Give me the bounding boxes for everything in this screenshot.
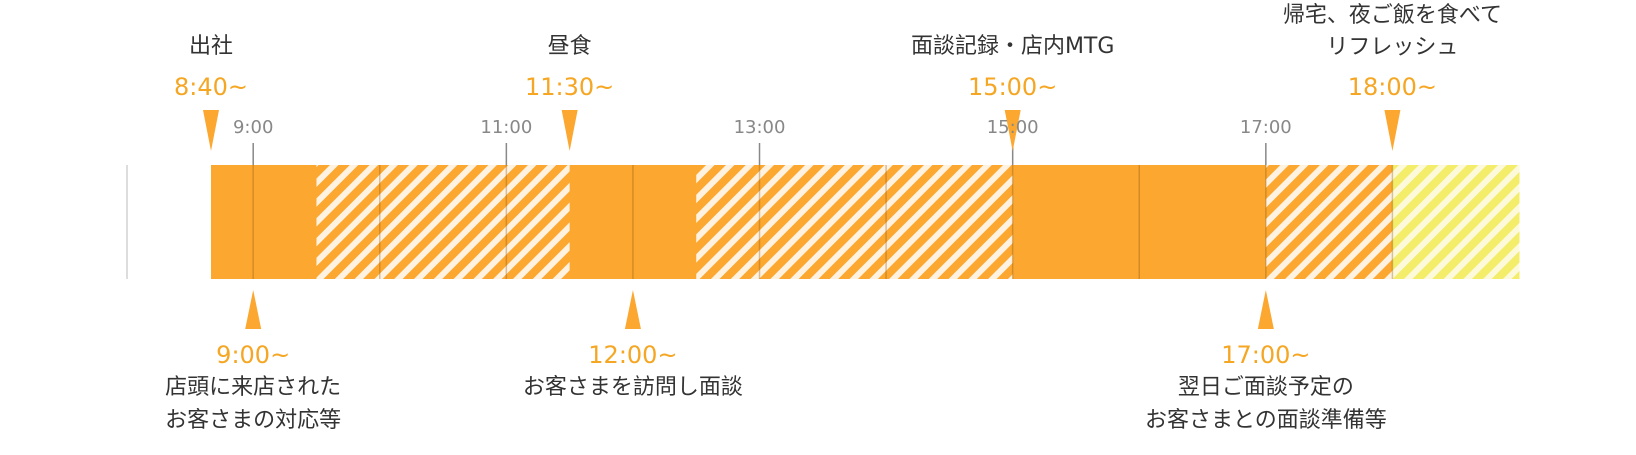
event-title-top: 面談記録・店内MTG (910, 34, 1115, 59)
timeline-segment-hatch-1 (316, 165, 571, 279)
timeline-segment-hatch-5 (1265, 165, 1393, 279)
event-marker-down (1384, 110, 1401, 151)
event-time-top: 18:00~ (1347, 73, 1438, 101)
event-marker-down (1004, 110, 1021, 151)
event-time-bottom: 17:00~ (1221, 341, 1311, 369)
event-title-bottom: お客さまの対応等 (165, 408, 342, 433)
axis-tick-label: 15:00 (986, 117, 1039, 138)
timeline-segment-hatch-3 (696, 165, 1014, 279)
event-title-bottom: 店頭に来店された (165, 375, 342, 400)
timeline-segment-solid-2 (569, 165, 697, 279)
event-title-top: 昼食 (547, 34, 592, 59)
timeline-segment-solid-4 (1012, 165, 1267, 279)
timeline-segment-hatch-yellow-6 (1392, 165, 1520, 279)
event-marker-down (561, 110, 578, 151)
axis-tick-label: 9:00 (232, 117, 274, 138)
event-title-top: 帰宅、夜ご飯を食べて (1282, 3, 1502, 28)
event-time-bottom: 12:00~ (588, 341, 678, 369)
event-title-bottom: 翌日ご面談予定の (1177, 375, 1354, 400)
event-title-bottom: お客さまとの面談準備等 (1144, 408, 1387, 433)
axis-tick-label: 13:00 (733, 117, 786, 138)
event-title-top: リフレッシュ (1326, 35, 1459, 60)
axis-tick-label: 11:00 (480, 117, 533, 138)
event-title-top: 出社 (188, 34, 234, 59)
event-marker-up (1257, 290, 1274, 329)
event-marker-up (245, 290, 262, 329)
event-marker-down (203, 110, 219, 151)
axis-tick-label: 17:00 (1239, 117, 1292, 138)
event-time-top: 8:40~ (173, 73, 249, 101)
event-marker-up (624, 290, 641, 329)
event-time-bottom: 9:00~ (216, 341, 291, 369)
event-time-top: 15:00~ (968, 73, 1058, 101)
timeline-segment-solid-0 (211, 165, 317, 279)
event-title-bottom: お客さまを訪問し面談 (522, 375, 743, 400)
event-time-top: 11:30~ (525, 73, 615, 101)
